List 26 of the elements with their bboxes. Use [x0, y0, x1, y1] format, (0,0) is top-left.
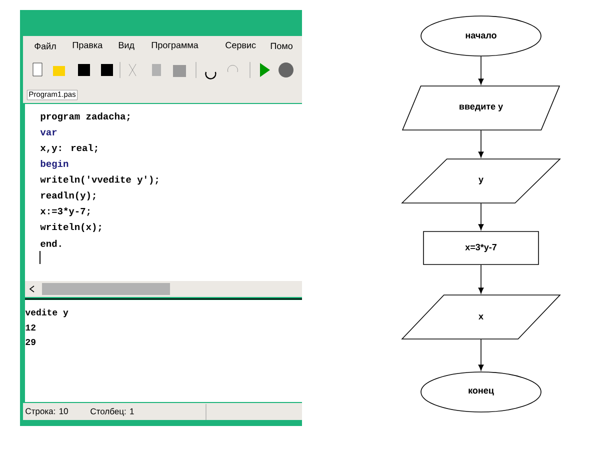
menu-item: Правка [72, 42, 103, 50]
menu-item: Файл [34, 42, 56, 50]
output-line: 12 [26, 324, 36, 331]
menu-item: Программа [152, 42, 198, 50]
code-line: readln(y); [41, 192, 96, 200]
code-line: begin [40, 160, 68, 169]
code-line: x,y: real; [40, 144, 98, 154]
arrow [478, 203, 484, 230]
menu-item: Вид [118, 42, 134, 50]
arrow [478, 264, 484, 294]
menu-item: Помо [270, 42, 292, 50]
code-line: x:=3*y-7; [40, 207, 90, 216]
status-text: Строка: 10 [26, 408, 68, 416]
process-box: x=3*y-7 [423, 231, 539, 265]
arrow [478, 56, 484, 85]
code-line: writeln('vvedite y'); [40, 176, 158, 185]
code-line: end. [40, 240, 61, 247]
code-line: program zadacha; [40, 112, 130, 122]
status-text: Столбец: 1 [90, 408, 134, 416]
output-line: 29 [26, 338, 36, 346]
arrow [478, 339, 484, 371]
menu-item: Сервис [226, 42, 256, 50]
output-line: vedite y [25, 308, 68, 318]
code-line: var [40, 130, 57, 136]
code-line: writeln(x); [40, 223, 101, 232]
arrow [478, 130, 484, 158]
